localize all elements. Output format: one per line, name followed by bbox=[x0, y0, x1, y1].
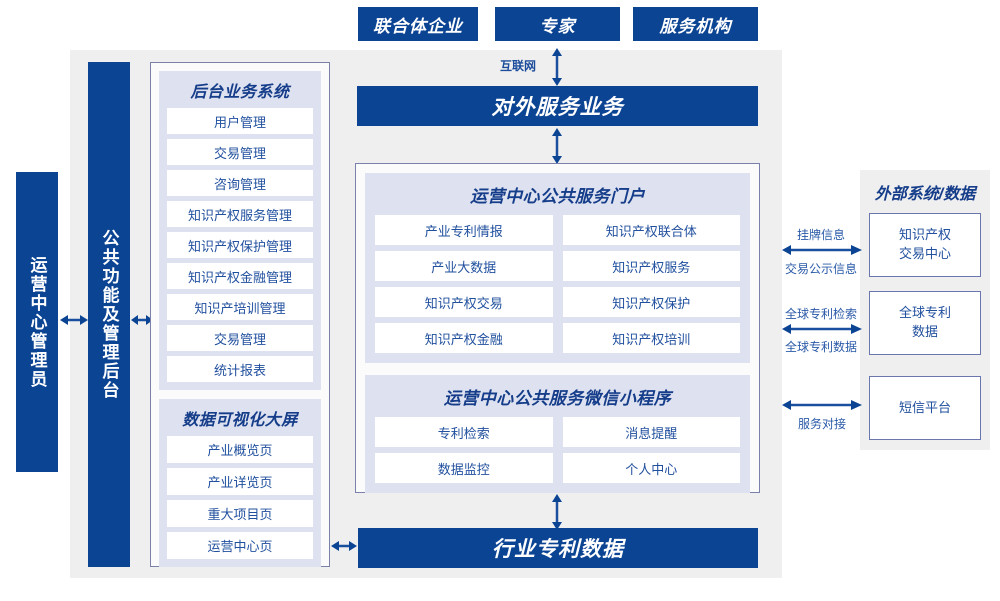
internet-label: 互联网 bbox=[499, 59, 536, 73]
common-function-label: 公共功能及管理后台 bbox=[99, 229, 119, 400]
external-box-line2: 数据 bbox=[911, 324, 938, 339]
industry-patent-data-bar[interactable]: 行业专利数据 bbox=[358, 528, 758, 568]
list-item[interactable]: 产业大数据 bbox=[375, 251, 553, 281]
backend-panel: 后台业务系统 用户管理 交易管理 咨询管理 知识产权服务管理 知识产权保护管理 … bbox=[150, 62, 330, 567]
connector-arrow-sms bbox=[782, 398, 862, 412]
visualization-group: 数据可视化大屏 产业概览页 产业详览页 重大项目页 运营中心页 bbox=[159, 399, 321, 567]
backend-business-group: 后台业务系统 用户管理 交易管理 咨询管理 知识产权服务管理 知识产权保护管理 … bbox=[159, 71, 321, 390]
list-item[interactable]: 产业专利情报 bbox=[375, 215, 553, 245]
connector-label-listing-info: 挂牌信息 bbox=[796, 228, 845, 242]
list-item[interactable]: 知识产权保护 bbox=[562, 287, 740, 317]
list-item[interactable]: 知识产权服务 bbox=[562, 251, 740, 281]
common-function-bar[interactable]: 公共功能及管理后台 bbox=[88, 62, 130, 567]
miniprogram-group: 运营中心公共服务微信小程序 专利检索 数据监控 消息提醒 个人中心 bbox=[365, 375, 750, 493]
list-item[interactable]: 数据监控 bbox=[375, 453, 553, 483]
list-item[interactable]: 交易管理 bbox=[167, 325, 313, 351]
actor-box-expert[interactable]: 专家 bbox=[495, 7, 620, 41]
external-box-line1: 全球专利 bbox=[898, 305, 951, 321]
external-box-line2: 交易中心 bbox=[898, 246, 951, 261]
connector-arrow-global-patent bbox=[782, 322, 862, 336]
list-item[interactable]: 重大项目页 bbox=[167, 500, 313, 527]
operator-admin-bar[interactable]: 运营中心管理员 bbox=[16, 172, 58, 472]
list-item[interactable]: 个人中心 bbox=[562, 453, 740, 483]
list-item[interactable]: 知识产权金融 bbox=[375, 323, 553, 353]
backend-to-data-arrow bbox=[331, 539, 357, 553]
common-to-backend-arrow bbox=[131, 313, 153, 327]
external-box-sms-platform[interactable]: 短信平台 bbox=[869, 376, 981, 440]
external-box-line1: 短信平台 bbox=[898, 399, 951, 415]
list-item[interactable]: 咨询管理 bbox=[167, 170, 313, 196]
portal-to-data-arrow bbox=[550, 494, 564, 530]
visualization-group-title: 数据可视化大屏 bbox=[182, 412, 298, 429]
list-item[interactable]: 知识产权交易 bbox=[375, 287, 553, 317]
actor-box-service-org[interactable]: 服务机构 bbox=[633, 7, 758, 41]
external-systems-title: 外部系统/数据 bbox=[874, 186, 976, 203]
external-box-line1: 知识产权 bbox=[898, 227, 951, 243]
list-item[interactable]: 消息提醒 bbox=[562, 417, 740, 447]
portal-group-title: 运营中心公共服务门户 bbox=[470, 187, 645, 206]
list-item[interactable]: 知识产权保护管理 bbox=[167, 232, 313, 258]
operator-admin-label: 运营中心管理员 bbox=[27, 255, 47, 389]
service-to-portal-arrow bbox=[550, 128, 564, 164]
external-box-global-patent-data[interactable]: 全球专利 数据 bbox=[869, 291, 981, 355]
list-item[interactable]: 交易管理 bbox=[167, 139, 313, 165]
list-item[interactable]: 专利检索 bbox=[375, 417, 553, 447]
connector-label-service-docking: 服务对接 bbox=[797, 417, 846, 431]
connector-label-global-data: 全球专利数据 bbox=[784, 340, 857, 354]
list-item[interactable]: 产业概览页 bbox=[167, 436, 313, 463]
portal-panel: 运营中心公共服务门户 产业专利情报 产业大数据 知识产权交易 知识产权金融 知识… bbox=[355, 163, 760, 493]
list-item[interactable]: 统计报表 bbox=[167, 356, 313, 382]
actor-box-consortium[interactable]: 联合体企业 bbox=[358, 7, 478, 41]
operator-to-common-arrow bbox=[60, 313, 88, 327]
list-item[interactable]: 用户管理 bbox=[167, 108, 313, 134]
list-item[interactable]: 运营中心页 bbox=[167, 532, 313, 559]
connector-label-trade-publicity: 交易公示信息 bbox=[784, 262, 857, 276]
list-item[interactable]: 知识产权联合体 bbox=[562, 215, 740, 245]
connector-label-global-search: 全球专利检索 bbox=[784, 307, 857, 321]
list-item[interactable]: 产业详览页 bbox=[167, 468, 313, 495]
list-item[interactable]: 知识产权培训 bbox=[562, 323, 740, 353]
public-service-portal-group: 运营中心公共服务门户 产业专利情报 产业大数据 知识产权交易 知识产权金融 知识… bbox=[365, 173, 750, 363]
backend-group-title: 后台业务系统 bbox=[190, 84, 290, 101]
list-item[interactable]: 知识产权金融管理 bbox=[167, 263, 313, 289]
list-item[interactable]: 知识产权服务管理 bbox=[167, 201, 313, 227]
external-service-bar[interactable]: 对外服务业务 bbox=[357, 86, 758, 126]
connector-arrow-ip-exchange bbox=[782, 243, 862, 257]
miniprogram-group-title: 运营中心公共服务微信小程序 bbox=[443, 389, 672, 408]
external-box-ip-exchange[interactable]: 知识产权 交易中心 bbox=[869, 213, 981, 277]
list-item[interactable]: 知识产培训管理 bbox=[167, 294, 313, 320]
internet-arrow bbox=[550, 48, 564, 86]
